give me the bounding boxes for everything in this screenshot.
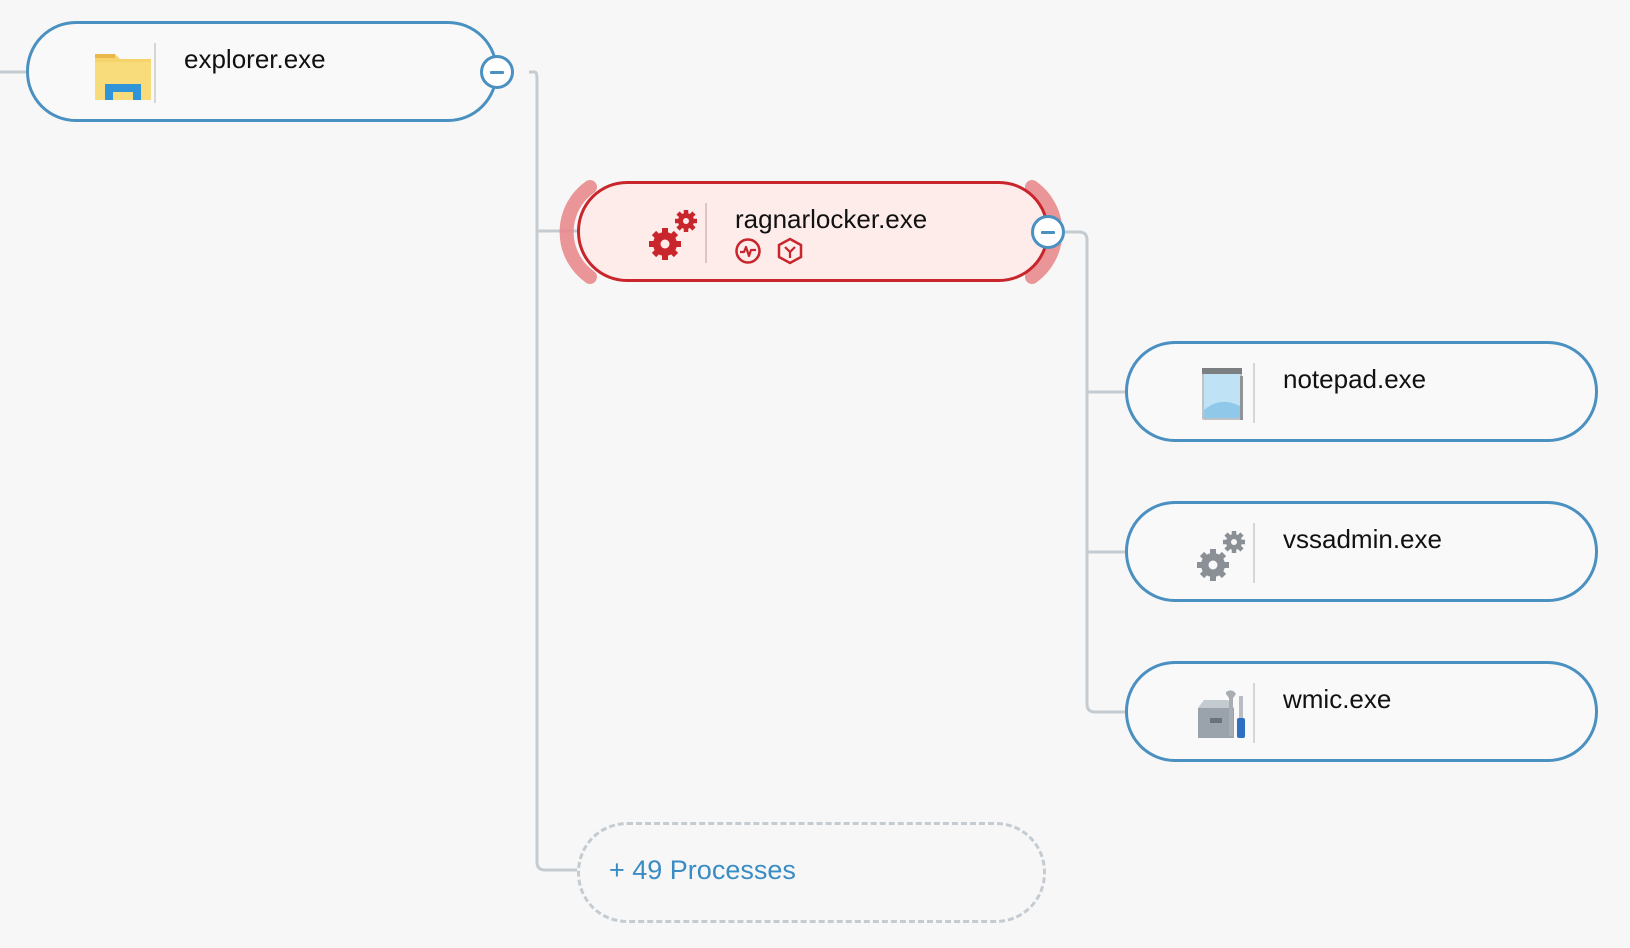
threat-badges bbox=[733, 236, 805, 266]
node-divider bbox=[1253, 363, 1255, 423]
explorer-children-connector bbox=[529, 70, 577, 872]
process-name: ragnarlocker.exe bbox=[735, 204, 928, 234]
threat-hexagon-icon[interactable] bbox=[775, 236, 805, 266]
node-divider bbox=[154, 43, 156, 103]
collapse-ragnarlocker-button[interactable] bbox=[1031, 215, 1065, 249]
toolbox-icon bbox=[1190, 686, 1254, 744]
process-node-notepad[interactable]: notepad.exe bbox=[1125, 341, 1598, 442]
ragnarlocker-children-connector bbox=[1065, 230, 1125, 714]
gears-icon bbox=[642, 205, 706, 263]
process-name: explorer.exe bbox=[184, 44, 326, 74]
process-name: wmic.exe bbox=[1283, 684, 1392, 714]
process-node-explorer[interactable]: explorer.exe bbox=[26, 21, 498, 122]
expand-processes-link[interactable]: + 49 Processes bbox=[609, 855, 796, 885]
notepad-icon bbox=[1190, 366, 1254, 424]
node-divider bbox=[705, 203, 707, 263]
file-explorer-folder-icon bbox=[91, 46, 155, 104]
process-node-ragnarlocker[interactable]: ragnarlocker.exe bbox=[577, 181, 1049, 282]
process-name: notepad.exe bbox=[1283, 364, 1427, 394]
process-node-wmic[interactable]: wmic.exe bbox=[1125, 661, 1598, 762]
collapse-explorer-button[interactable] bbox=[480, 55, 514, 89]
collapsed-processes-node[interactable]: + 49 Processes bbox=[577, 822, 1046, 923]
activity-pulse-icon[interactable] bbox=[733, 236, 763, 266]
process-name: vssadmin.exe bbox=[1283, 524, 1442, 554]
node-divider bbox=[1253, 683, 1255, 743]
node-divider bbox=[1253, 523, 1255, 583]
gears-icon bbox=[1190, 526, 1254, 584]
process-node-vssadmin[interactable]: vssadmin.exe bbox=[1125, 501, 1598, 602]
